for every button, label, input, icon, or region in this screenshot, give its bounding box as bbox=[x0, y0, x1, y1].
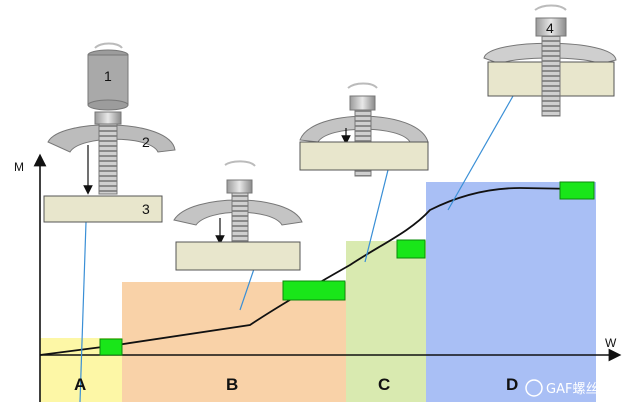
bolt-thread-icon bbox=[231, 192, 249, 244]
marker-c bbox=[396, 239, 426, 259]
watermark-text: GAF螺丝君 bbox=[546, 382, 611, 397]
bolt-thread-icon bbox=[541, 35, 561, 117]
washer-icon bbox=[173, 199, 303, 226]
leader-d bbox=[447, 74, 526, 211]
part-label-plate: 3 bbox=[142, 201, 150, 217]
torque-curve bbox=[39, 187, 581, 356]
zone-b-area bbox=[122, 282, 346, 402]
zone-d-area bbox=[426, 182, 596, 402]
rotation-arrow-icon bbox=[534, 4, 567, 11]
bolt-head-icon bbox=[94, 111, 122, 125]
zone-c-label: C bbox=[378, 375, 390, 394]
wechat-icon bbox=[525, 379, 543, 397]
leader-c bbox=[364, 169, 389, 263]
plate-icon bbox=[43, 195, 163, 223]
zone-a-label: A bbox=[74, 375, 86, 394]
marker-d bbox=[559, 181, 595, 200]
leader-b bbox=[239, 265, 256, 311]
bolt-head-icon bbox=[226, 179, 253, 194]
part-label-socket: 1 bbox=[104, 68, 112, 84]
watermark: GAF螺丝君 bbox=[525, 379, 611, 397]
x-axis-label: W bbox=[605, 336, 617, 350]
rotation-arrow-icon bbox=[224, 160, 256, 167]
marker-b bbox=[282, 280, 346, 301]
stage-4-assembly: 4 bbox=[483, 4, 617, 117]
bolt-thread-icon bbox=[98, 123, 118, 195]
stage-3-assembly bbox=[299, 82, 429, 177]
rotation-arrow-icon bbox=[94, 42, 123, 49]
part-label-assembly: 4 bbox=[546, 20, 554, 36]
zone-d-label: D bbox=[506, 375, 518, 394]
leader-a bbox=[79, 221, 87, 403]
y-axis-label: M bbox=[14, 160, 24, 174]
stage-2-assembly bbox=[173, 160, 303, 271]
plate-icon bbox=[175, 241, 301, 271]
zone-b-label: B bbox=[226, 375, 238, 394]
socket-icon bbox=[87, 49, 129, 111]
zone-c-area bbox=[346, 241, 426, 402]
bolt-head-icon bbox=[349, 95, 376, 111]
part-label-washer: 2 bbox=[142, 134, 150, 150]
marker-a bbox=[99, 338, 123, 356]
plate-icon bbox=[299, 141, 429, 171]
stage-1-assembly: 1 2 3 bbox=[43, 42, 176, 223]
rotation-arrow-icon bbox=[347, 82, 378, 89]
